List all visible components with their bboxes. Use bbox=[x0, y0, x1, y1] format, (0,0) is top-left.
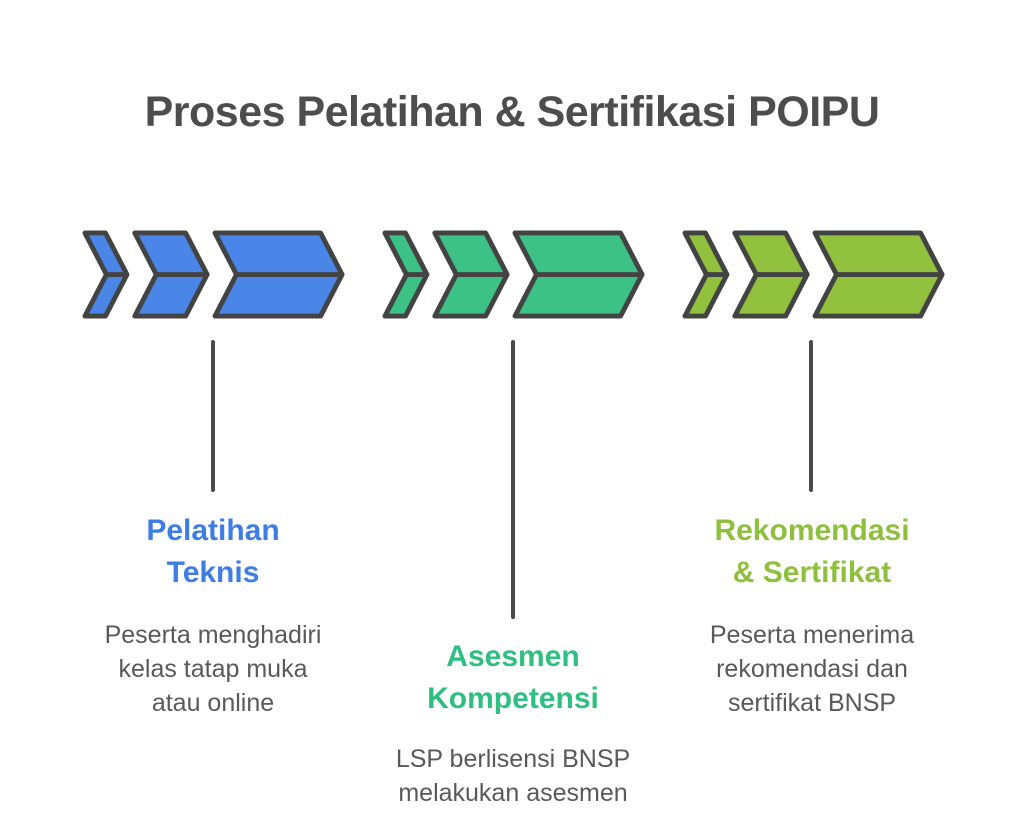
connector-line-stage-2 bbox=[511, 340, 515, 619]
chevron-arrows-icon-stage-3 bbox=[682, 230, 945, 319]
stage-1-description: Peserta menghadiri kelas tatap muka atau… bbox=[104, 621, 322, 717]
connector-line-stage-3 bbox=[809, 340, 813, 492]
stage-3-description: Peserta menerima rekomendasi dan sertifi… bbox=[709, 621, 915, 717]
chevron-arrows-icon-stage-2 bbox=[382, 230, 645, 319]
chevron-arrows-icon-stage-1 bbox=[82, 230, 345, 319]
stage-1-heading: Pelatihan Teknis bbox=[146, 514, 280, 589]
diagram-title: Proses Pelatihan & Sertifikasi POIPU bbox=[144, 88, 880, 136]
stage-2-heading: Asesmen Kompetensi bbox=[427, 640, 599, 715]
stage-3-heading: Rekomendasi & Sertifikat bbox=[714, 514, 910, 589]
connector-line-stage-1 bbox=[211, 340, 215, 492]
stage-2-description: LSP berlisensi BNSP melakukan asesmen bbox=[395, 745, 631, 807]
